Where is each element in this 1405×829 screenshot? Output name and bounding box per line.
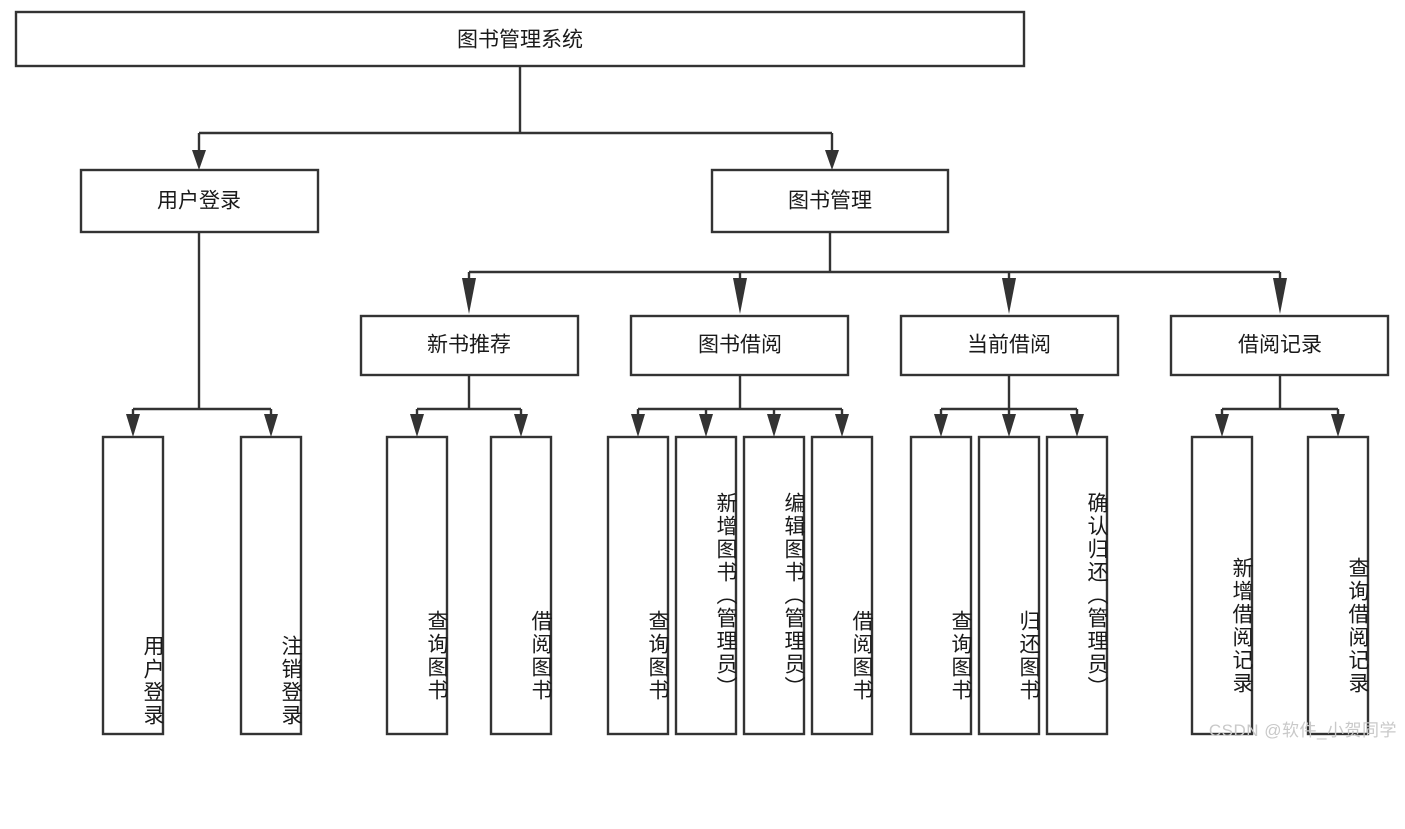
- node-user-login[interactable]: 用户登录: [79, 168, 320, 234]
- node-book-borrow-label: 图书借阅: [698, 334, 782, 357]
- node-new-book-recommend[interactable]: 新书推荐: [359, 314, 580, 377]
- flowchart-canvas: 图书管理系统 用户登录 图书管理 新书推荐 图书借阅 当前借阅 借阅记录: [14, 10, 1397, 740]
- node-leaf-borrow-book-2[interactable]: [810, 435, 874, 736]
- connector-currentborrow-to-leaves: [934, 375, 1084, 437]
- connector-bookborrow-to-leaves: [631, 375, 849, 437]
- node-book-management-label: 图书管理: [788, 190, 872, 213]
- node-new-book-recommend-label: 新书推荐: [427, 334, 511, 357]
- node-borrow-record[interactable]: 借阅记录: [1169, 314, 1390, 377]
- node-leaf-query-record[interactable]: [1306, 435, 1370, 736]
- connector-borrowrecord-to-leaves: [1215, 375, 1345, 437]
- node-current-borrow-label: 当前借阅: [967, 334, 1051, 357]
- node-leaf-user-login[interactable]: [101, 435, 165, 736]
- node-borrow-record-label: 借阅记录: [1238, 334, 1322, 357]
- flowchart-svg: 图书管理系统 用户登录 图书管理 新书推荐 图书借阅 当前借阅 借阅记录: [14, 10, 1390, 736]
- connector-root-to-level1: [192, 66, 839, 170]
- node-leaf-edit-book[interactable]: [742, 435, 806, 736]
- node-leaf-add-book[interactable]: [674, 435, 738, 736]
- node-leaf-query-book-2[interactable]: [606, 435, 670, 736]
- node-leaf-query-book-1[interactable]: [385, 435, 449, 736]
- node-root-label: 图书管理系统: [457, 29, 583, 52]
- node-leaf-return-book[interactable]: [977, 435, 1041, 736]
- node-user-login-label: 用户登录: [157, 190, 241, 213]
- node-leaf-query-book-3[interactable]: [909, 435, 973, 736]
- node-leaf-logout[interactable]: [239, 435, 303, 736]
- connector-bookmgmt-to-level2: [462, 232, 1287, 314]
- node-book-management[interactable]: 图书管理: [710, 168, 950, 234]
- csdn-watermark: CSDN @软件_小贺同学: [1208, 721, 1397, 740]
- node-leaf-add-record[interactable]: [1190, 435, 1254, 736]
- connector-newbook-to-leaves: [410, 375, 528, 437]
- node-book-borrow[interactable]: 图书借阅: [629, 314, 850, 377]
- node-leaf-borrow-book-1[interactable]: [489, 435, 553, 736]
- node-leaf-confirm-return[interactable]: [1045, 435, 1109, 736]
- connector-userlogin-to-leaves: [126, 232, 278, 437]
- node-current-borrow[interactable]: 当前借阅: [899, 314, 1120, 377]
- node-root[interactable]: 图书管理系统: [14, 10, 1026, 68]
